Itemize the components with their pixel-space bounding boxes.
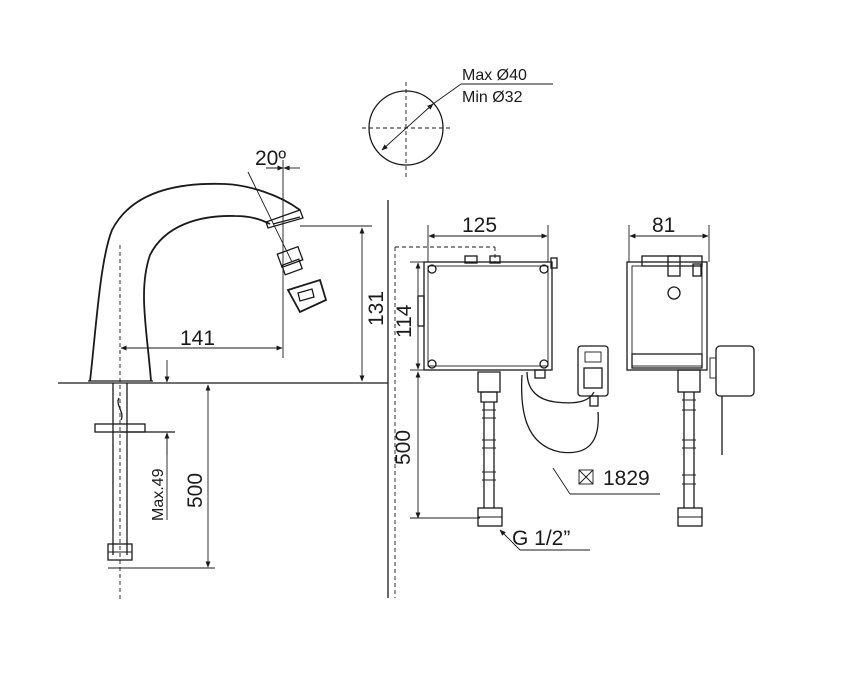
angle-line [247, 171, 293, 263]
wrench-tool [286, 278, 328, 314]
external-sensor-box [715, 345, 755, 397]
dim-141-label: 141 [180, 327, 215, 350]
control-box-front: 125 114 500 G 1/2” [392, 214, 660, 598]
dim-125-label: 125 [462, 214, 497, 237]
diameter-arrow [381, 103, 434, 151]
aerator-assembly [276, 245, 328, 314]
cable-length-label: 1829 [603, 467, 650, 490]
cable-length-icon [578, 469, 594, 485]
thread-label: G 1/2” [512, 527, 570, 550]
supply-hose [112, 383, 128, 555]
solenoid-valve [477, 371, 501, 393]
dim-max49-label: Max.49 [150, 468, 167, 521]
dim-500-left-label: 500 [184, 473, 207, 508]
control-box-body [423, 261, 553, 371]
dim-114-label: 114 [393, 304, 416, 338]
dim-131-label: 131 [365, 291, 388, 326]
control-box-side: 81 [626, 214, 755, 527]
control-box-side-body [626, 261, 708, 371]
hole-max-label: Max Ø40 [462, 67, 527, 84]
faucet-side-view: 20º 141 131 Max.49 500 [58, 147, 388, 600]
hole-detail: Max Ø40 Min Ø32 [362, 67, 553, 180]
spout-nose [265, 209, 304, 229]
dim-81-label: 81 [652, 214, 675, 237]
faucet-body-inner [143, 215, 271, 382]
hose-side [683, 392, 695, 508]
side-valve [677, 369, 701, 393]
dim-500-mid-label: 500 [392, 430, 415, 465]
sensor-cable [520, 371, 599, 454]
hole-min-label: Min Ø32 [462, 89, 523, 106]
angle-label: 20º [255, 147, 286, 170]
hose-mid [483, 402, 495, 508]
